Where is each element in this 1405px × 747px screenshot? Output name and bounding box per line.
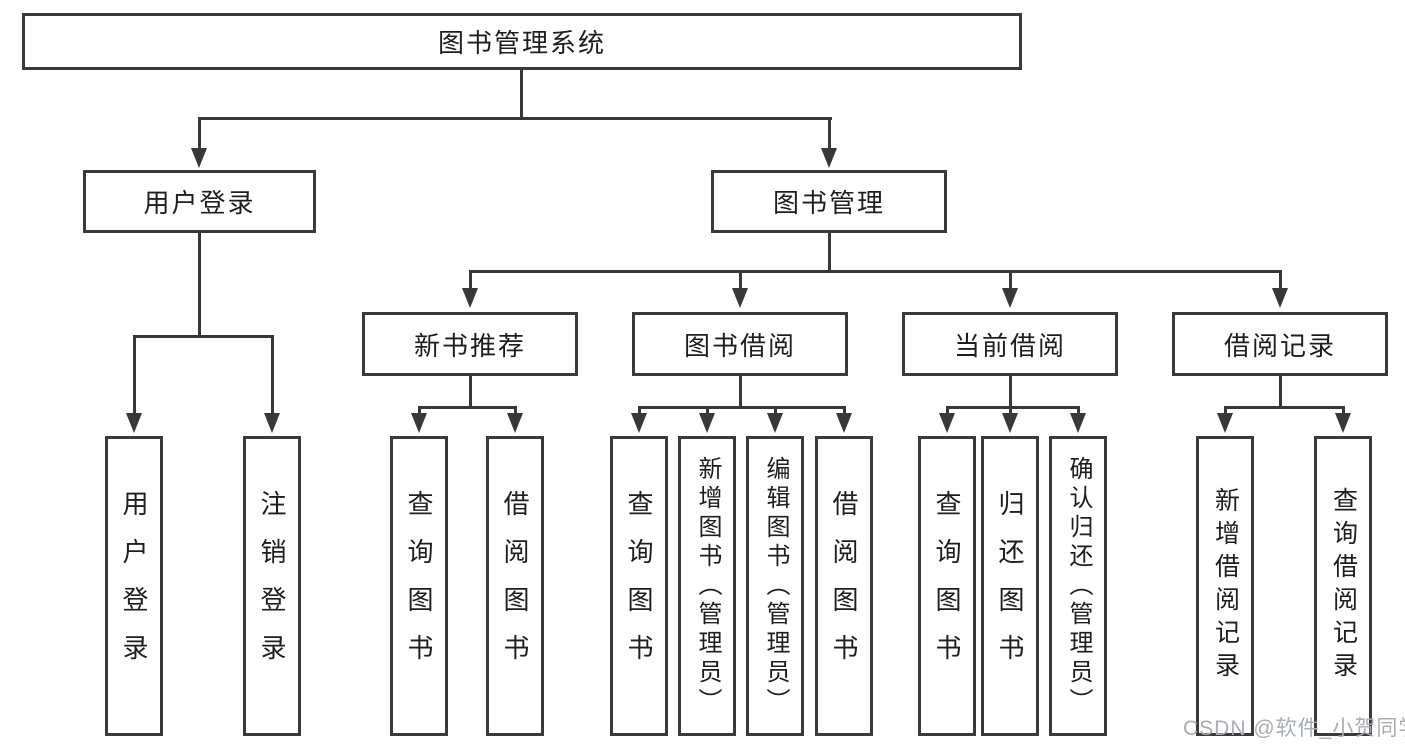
connector-line — [1279, 270, 1282, 290]
arrowhead-down-icon — [1002, 288, 1018, 308]
arrowhead-down-icon — [836, 413, 852, 433]
leaf-edit-book-admin: 编辑图书（管理员） — [746, 436, 804, 736]
connector-line — [828, 117, 831, 151]
node-label: 图书管理 — [772, 188, 885, 218]
arrowhead-down-icon — [939, 413, 955, 433]
node-label: 确认归还（管理员） — [1065, 455, 1092, 717]
connector-line — [198, 233, 201, 337]
leaf-query-books-3: 查询图书 — [918, 436, 976, 736]
connector-line — [946, 406, 1079, 409]
arrowhead-down-icon — [699, 413, 715, 433]
connector-line — [1224, 406, 1227, 415]
connector-line — [946, 406, 949, 415]
node-label: 借阅图书 — [829, 490, 859, 682]
connector-line — [271, 335, 274, 415]
connector-line — [828, 233, 831, 273]
connector-line — [1342, 406, 1345, 415]
arrowhead-down-icon — [264, 413, 280, 433]
node-label: 注销登录 — [257, 490, 287, 682]
node-user-login: 用户登录 — [83, 170, 316, 233]
connector-line — [514, 406, 517, 415]
arrowhead-down-icon — [462, 288, 478, 308]
node-label: 图书借阅 — [683, 330, 796, 361]
connector-line — [1009, 376, 1012, 408]
arrowhead-down-icon — [1217, 413, 1233, 433]
connector-line — [198, 117, 832, 120]
arrowhead-down-icon — [1070, 413, 1086, 433]
connector-line — [469, 270, 1282, 273]
connector-line — [1224, 406, 1344, 409]
connector-line — [133, 335, 136, 415]
leaf-borrow-books-2: 借阅图书 — [815, 436, 873, 736]
node-label: 用户登录 — [119, 490, 149, 682]
arrowhead-down-icon — [1335, 413, 1351, 433]
node-label: 图书管理系统 — [437, 28, 606, 58]
node-label: 借阅记录 — [1223, 330, 1336, 361]
node-current-borrow: 当前借阅 — [902, 312, 1118, 376]
connector-line — [739, 270, 742, 290]
node-label: 新增图书（管理员） — [694, 455, 721, 717]
connector-line — [774, 406, 777, 415]
connector-line — [739, 376, 742, 408]
connector-line — [706, 406, 709, 415]
connector-line — [1077, 406, 1080, 415]
connector-line — [133, 335, 274, 338]
leaf-borrow-books-1: 借阅图书 — [486, 436, 544, 736]
leaf-return-book: 归还图书 — [981, 436, 1039, 736]
leaf-add-borrow-record: 新增借阅记录 — [1196, 436, 1254, 736]
arrowhead-down-icon — [126, 413, 142, 433]
arrowhead-down-icon — [1272, 288, 1288, 308]
connector-line — [1009, 270, 1012, 290]
watermark: CSDN @软件_小贺同学 — [1183, 717, 1405, 740]
arrowhead-down-icon — [191, 148, 207, 168]
node-label: 归还图书 — [995, 490, 1025, 682]
connector-line — [843, 406, 846, 415]
node-label: 新书推荐 — [413, 330, 526, 361]
arrowhead-down-icon — [631, 413, 647, 433]
node-borrow-records: 借阅记录 — [1172, 312, 1388, 376]
node-label: 当前借阅 — [953, 330, 1066, 361]
leaf-confirm-return-admin: 确认归还（管理员） — [1049, 436, 1107, 736]
leaf-query-borrow-record: 查询借阅记录 — [1314, 436, 1372, 736]
leaf-user-login: 用户登录 — [105, 436, 163, 736]
node-label: 用户登录 — [143, 188, 256, 218]
node-label: 查询图书 — [404, 490, 434, 682]
leaf-query-books-2: 查询图书 — [610, 436, 668, 736]
connector-line — [638, 406, 845, 409]
arrowhead-down-icon — [821, 148, 837, 168]
connector-line — [469, 376, 472, 408]
node-label: 查询图书 — [932, 490, 962, 682]
node-label: 新增借阅记录 — [1211, 487, 1240, 685]
arrowhead-down-icon — [732, 288, 748, 308]
connector-line — [638, 406, 641, 415]
node-label: 查询借阅记录 — [1329, 487, 1358, 685]
node-label: 编辑图书（管理员） — [762, 455, 789, 717]
leaf-add-book-admin: 新增图书（管理员） — [678, 436, 736, 736]
connector-line — [198, 117, 201, 151]
leaf-logout: 注销登录 — [243, 436, 301, 736]
arrowhead-down-icon — [767, 413, 783, 433]
leaf-query-books-1: 查询图书 — [390, 436, 448, 736]
node-book-management: 图书管理 — [711, 170, 947, 233]
node-label: 借阅图书 — [500, 490, 530, 682]
arrowhead-down-icon — [1002, 413, 1018, 433]
node-book-borrow: 图书借阅 — [632, 312, 848, 376]
connector-line — [1009, 406, 1012, 415]
connector-line — [469, 270, 472, 290]
arrowhead-down-icon — [507, 413, 523, 433]
connector-line — [418, 406, 421, 415]
connector-line — [418, 406, 517, 409]
node-label: 查询图书 — [624, 490, 654, 682]
node-new-book-recommend: 新书推荐 — [362, 312, 578, 376]
connector-line — [1279, 376, 1282, 408]
connector-line — [520, 69, 523, 119]
arrowhead-down-icon — [411, 413, 427, 433]
node-library-management-system: 图书管理系统 — [22, 13, 1022, 70]
